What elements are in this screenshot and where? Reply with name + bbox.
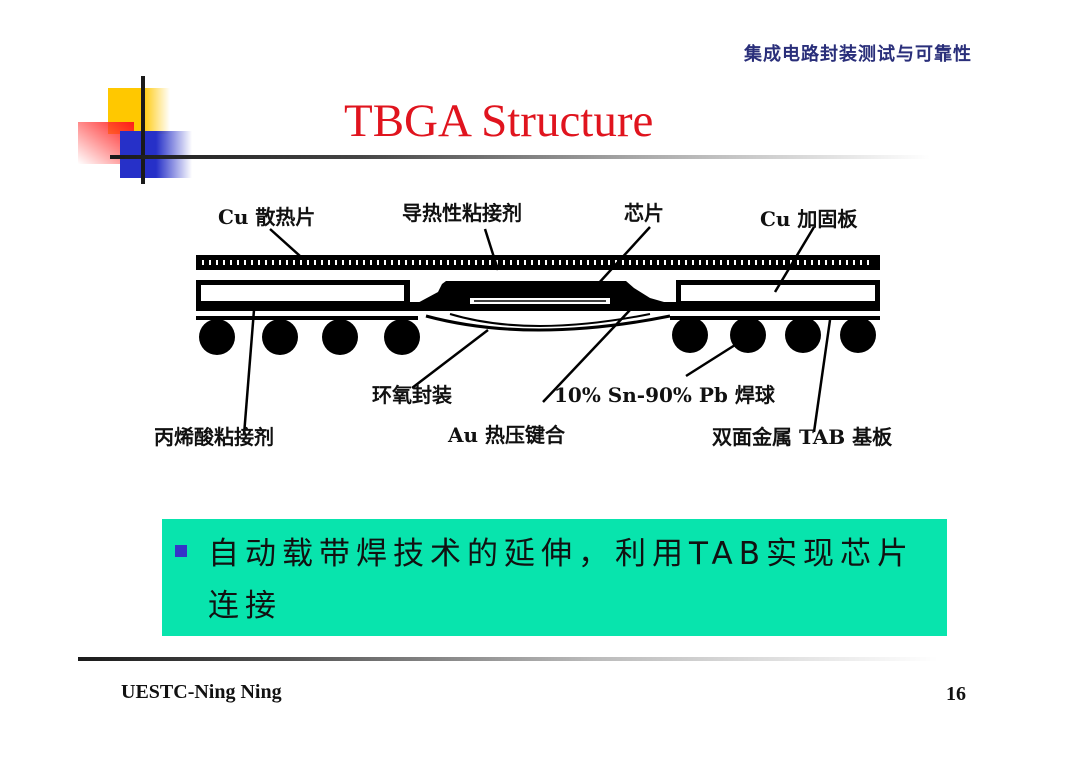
label-cu-stiffener: Cu 加固板 — [760, 207, 858, 231]
tab-substrate — [196, 316, 880, 320]
chip-body — [196, 281, 880, 311]
label-au-thermocompression-bond: Au 热压键合 — [447, 423, 566, 447]
label-acrylic-adhesive: 丙烯酸粘接剂 — [154, 425, 274, 449]
cu-heat-spreader-layer — [196, 255, 880, 270]
label-double-sided-tab-substrate: 双面金属 TAB 基板 — [712, 425, 893, 449]
left-stiffener — [196, 280, 410, 306]
logo-vertical-line — [141, 76, 145, 184]
footer-author: UESTC-Ning Ning — [121, 681, 282, 703]
tbga-structure-diagram: Cu 散热片 导热性粘接剂 芯片 Cu 加固板 环氧封装 10% Sn-90% … — [150, 192, 950, 462]
label-cu-heat-spreader: Cu 散热片 — [218, 205, 315, 229]
solder-balls — [199, 317, 876, 355]
slide-title: TBGA Structure — [344, 95, 654, 147]
title-underline-divider — [110, 155, 930, 159]
callout-text: 自动载带焊技术的延伸，利用TAB实现芯片连接 — [208, 536, 915, 624]
leader-lines — [242, 226, 832, 436]
course-title: 集成电路封装测试与可靠性 — [744, 44, 972, 65]
epoxy-encapsulation-curve — [425, 314, 671, 332]
footer-divider — [78, 657, 938, 661]
logo-blue-square — [120, 131, 192, 178]
label-solder-ball: 10% Sn-90% Pb 焊球 — [554, 383, 776, 407]
page-number: 16 — [946, 683, 966, 705]
label-epoxy-encapsulation: 环氧封装 — [372, 383, 452, 407]
label-chip: 芯片 — [624, 201, 664, 225]
callout-box — [162, 519, 947, 636]
bullet-square-icon — [175, 545, 187, 557]
label-thermal-adhesive: 导热性粘接剂 — [402, 201, 522, 225]
right-stiffener — [676, 280, 880, 306]
